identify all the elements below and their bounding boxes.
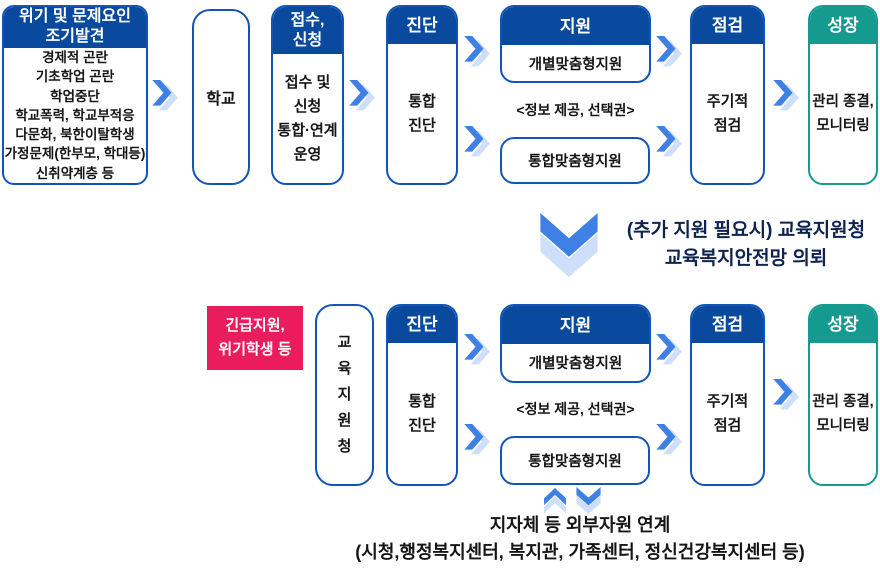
box-early-discovery-body: 경제적 곤란 기초학업 곤란 학업중단 학교폭력, 학교부적응 다문화, 북한이… — [4, 48, 146, 183]
box-growth-top-header: 성장 — [810, 7, 876, 44]
discovery-item: 가정문제(한부모, 학대등) — [4, 146, 146, 162]
integrated-support-box: 통합맞춤형지원 — [500, 137, 650, 184]
diagnosis-line: 진단 — [408, 416, 436, 434]
box-growth-top-body: 관리 종결, 모니터링 — [810, 44, 876, 183]
integrated-support-label: 통합맞춤형지원 — [528, 154, 622, 170]
header-line: 위기 및 문제요인 — [19, 8, 131, 26]
intake-line: 접수 및 — [284, 73, 331, 91]
discovery-item: 다문화, 북한이탈학생 — [15, 127, 135, 143]
intake-line: 신청 — [293, 97, 322, 115]
arrow-right-icon — [349, 80, 376, 112]
box-intake-header: 접수, 신청 — [273, 7, 342, 54]
box-diagnosis-bottom-header: 진단 — [388, 306, 456, 343]
header-line: 신청 — [292, 31, 323, 49]
check-line: 점검 — [713, 116, 742, 134]
referral-line: (추가 지원 필요시) 교육지원청 — [626, 220, 866, 241]
discovery-item: 경제적 곤란 — [42, 49, 108, 65]
box-check-top: 점검 주기적 점검 — [690, 5, 765, 185]
box-early-discovery-header: 위기 및 문제요인 조기발견 — [4, 7, 146, 48]
box-check-bottom-header: 점검 — [692, 306, 763, 343]
info-choice-note: <정보 제공, 선택권> — [516, 401, 635, 417]
referral-line: 교육복지안전망 의뢰 — [664, 248, 828, 269]
arrow-right-icon — [464, 36, 491, 68]
individual-support-label: 개별맞춤형지원 — [528, 56, 623, 73]
box-check-bottom: 점검 주기적 점검 — [690, 304, 765, 486]
growth-line: 모니터링 — [816, 417, 870, 434]
arrow-right-icon — [656, 36, 683, 68]
arrow-right-icon — [464, 334, 491, 366]
growth-line: 관리 종결, — [812, 393, 874, 410]
arrow-right-icon — [152, 80, 179, 112]
growth-line: 관리 종결, — [812, 93, 874, 110]
box-support-top: 지원 개별맞춤형지원 — [500, 5, 651, 83]
integrated-support-box: 통합맞춤형지원 — [500, 436, 650, 485]
individual-support-label: 개별맞춤형지원 — [528, 356, 623, 372]
external-resource-line: (시청,행정복지센터, 복지관, 가족센터, 정신건강복지센터 등) — [355, 542, 805, 562]
box-school-label: 학교 — [206, 91, 236, 108]
office-char: 교 — [337, 334, 352, 351]
arrow-right-icon — [656, 424, 683, 456]
box-check-bottom-body: 주기적 점검 — [692, 343, 763, 484]
emergency-line: 위기학생 등 — [218, 341, 292, 358]
arrow-down-icon — [576, 487, 601, 514]
box-growth-bottom: 성장 관리 종결, 모니터링 — [808, 304, 878, 486]
external-resource-line: 지자체 등 외부자원 연계 — [489, 515, 671, 535]
diagnosis-line: 진단 — [408, 116, 436, 134]
box-school: 학교 — [192, 9, 250, 185]
integrated-support-label: 통합맞춤형지원 — [528, 454, 622, 470]
discovery-item: 학교폭력, 학교부적응 — [15, 107, 135, 123]
box-diagnosis-top-header: 진단 — [388, 7, 456, 44]
box-education-office: 교 육 지 원 청 — [315, 304, 374, 486]
discovery-item: 기초학업 곤란 — [35, 69, 115, 85]
check-line: 주기적 — [706, 92, 749, 110]
box-early-discovery: 위기 및 문제요인 조기발견 경제적 곤란 기초학업 곤란 학업중단 학교폭력,… — [2, 5, 148, 185]
box-intake-body: 접수 및 신청 통합·연계 운영 — [273, 54, 342, 183]
box-support-bottom-header: 지원 — [502, 306, 649, 344]
box-diagnosis-top-body: 통합 진단 — [388, 44, 456, 183]
growth-line: 모니터링 — [816, 117, 870, 134]
office-char: 원 — [337, 412, 352, 429]
arrow-down-icon — [540, 213, 598, 277]
external-resource-note: 지자체 등 외부자원 연계 (시청,행정복지센터, 복지관, 가족센터, 정신건… — [240, 512, 880, 566]
check-line: 주기적 — [706, 392, 749, 410]
box-growth-top: 성장 관리 종결, 모니터링 — [808, 5, 878, 185]
diagnosis-line: 통합 — [408, 92, 436, 110]
box-diagnosis-top: 진단 통합 진단 — [386, 5, 458, 185]
office-char: 청 — [337, 438, 352, 455]
info-choice-note: <정보 제공, 선택권> — [516, 102, 635, 118]
diagnosis-line: 통합 — [408, 392, 436, 410]
emergency-line: 긴급지원, — [225, 317, 285, 334]
arrow-right-icon — [773, 80, 800, 112]
arrow-right-icon — [773, 379, 800, 411]
discovery-item: 학업중단 — [50, 88, 100, 104]
arrow-right-icon — [464, 126, 491, 158]
intake-line: 통합·연계 — [277, 121, 338, 139]
box-growth-bottom-header: 성장 — [810, 306, 876, 343]
arrow-up-icon — [543, 488, 567, 514]
box-check-top-body: 주기적 점검 — [692, 44, 763, 183]
box-support-top-header: 지원 — [502, 7, 649, 45]
arrow-right-icon — [656, 334, 683, 366]
box-diagnosis-bottom-body: 통합 진단 — [388, 343, 456, 484]
header-line: 조기발견 — [45, 28, 105, 46]
emergency-support-box: 긴급지원, 위기학생 등 — [207, 306, 303, 370]
referral-note: (추가 지원 필요시) 교육지원청 교육복지안전망 의뢰 — [612, 217, 880, 273]
check-line: 점검 — [713, 416, 742, 434]
arrow-right-icon — [464, 424, 491, 456]
office-char: 육 — [337, 360, 352, 377]
box-support-bottom: 지원 개별맞춤형지원 — [500, 304, 651, 383]
box-diagnosis-bottom: 진단 통합 진단 — [386, 304, 458, 486]
arrow-right-icon — [656, 126, 683, 158]
header-line: 접수, — [290, 11, 325, 29]
office-char: 지 — [337, 386, 352, 403]
box-intake: 접수, 신청 접수 및 신청 통합·연계 운영 — [271, 5, 344, 185]
intake-line: 운영 — [293, 145, 322, 163]
box-check-top-header: 점검 — [692, 7, 763, 44]
box-growth-bottom-body: 관리 종결, 모니터링 — [810, 343, 876, 484]
discovery-item: 신취약계층 등 — [35, 165, 115, 181]
